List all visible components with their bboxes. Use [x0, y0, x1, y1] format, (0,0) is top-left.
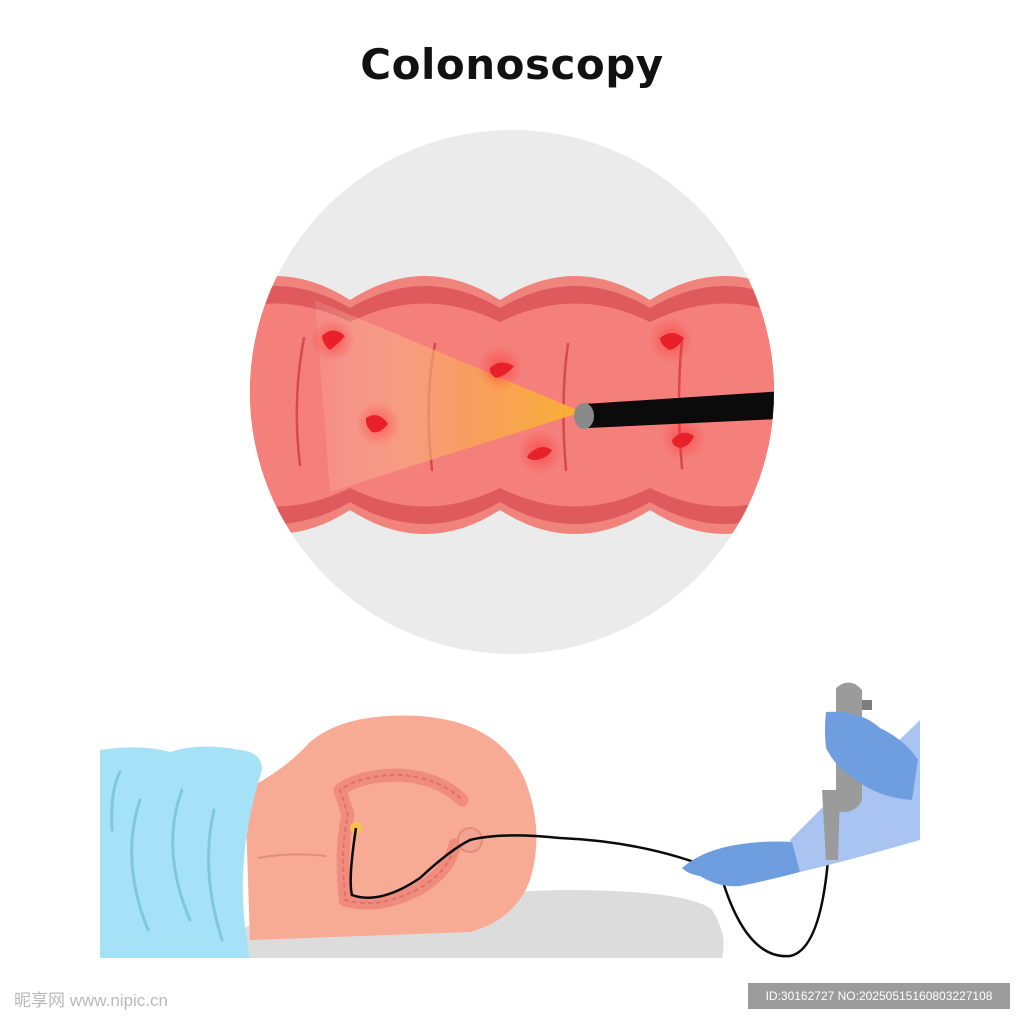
colon-interior	[250, 276, 774, 534]
doctor-glove-lower	[682, 841, 800, 887]
watermark-right: ID:30162727 NO:20250515160803227108	[748, 983, 1010, 1009]
lesion-3	[365, 415, 388, 433]
colon-anatomy	[333, 768, 469, 910]
patient-sheet	[100, 746, 262, 958]
watermark-left: 昵享网 www.nipic.cn	[14, 991, 168, 1010]
patient-scene	[100, 682, 920, 958]
lesion-2	[489, 362, 514, 378]
patient-hip	[245, 715, 537, 940]
lesions	[311, 318, 705, 474]
doctor-glove-upper	[825, 711, 918, 800]
page-title: Colonoscopy	[360, 40, 664, 89]
lesion-4	[527, 447, 552, 460]
scope-tip	[574, 403, 594, 429]
lesion-5	[660, 333, 684, 350]
scope-shaft	[822, 790, 840, 860]
lesion-6	[672, 432, 694, 448]
scope-tube	[584, 390, 774, 428]
scope-cable	[349, 827, 830, 958]
lesion-1	[322, 330, 345, 350]
